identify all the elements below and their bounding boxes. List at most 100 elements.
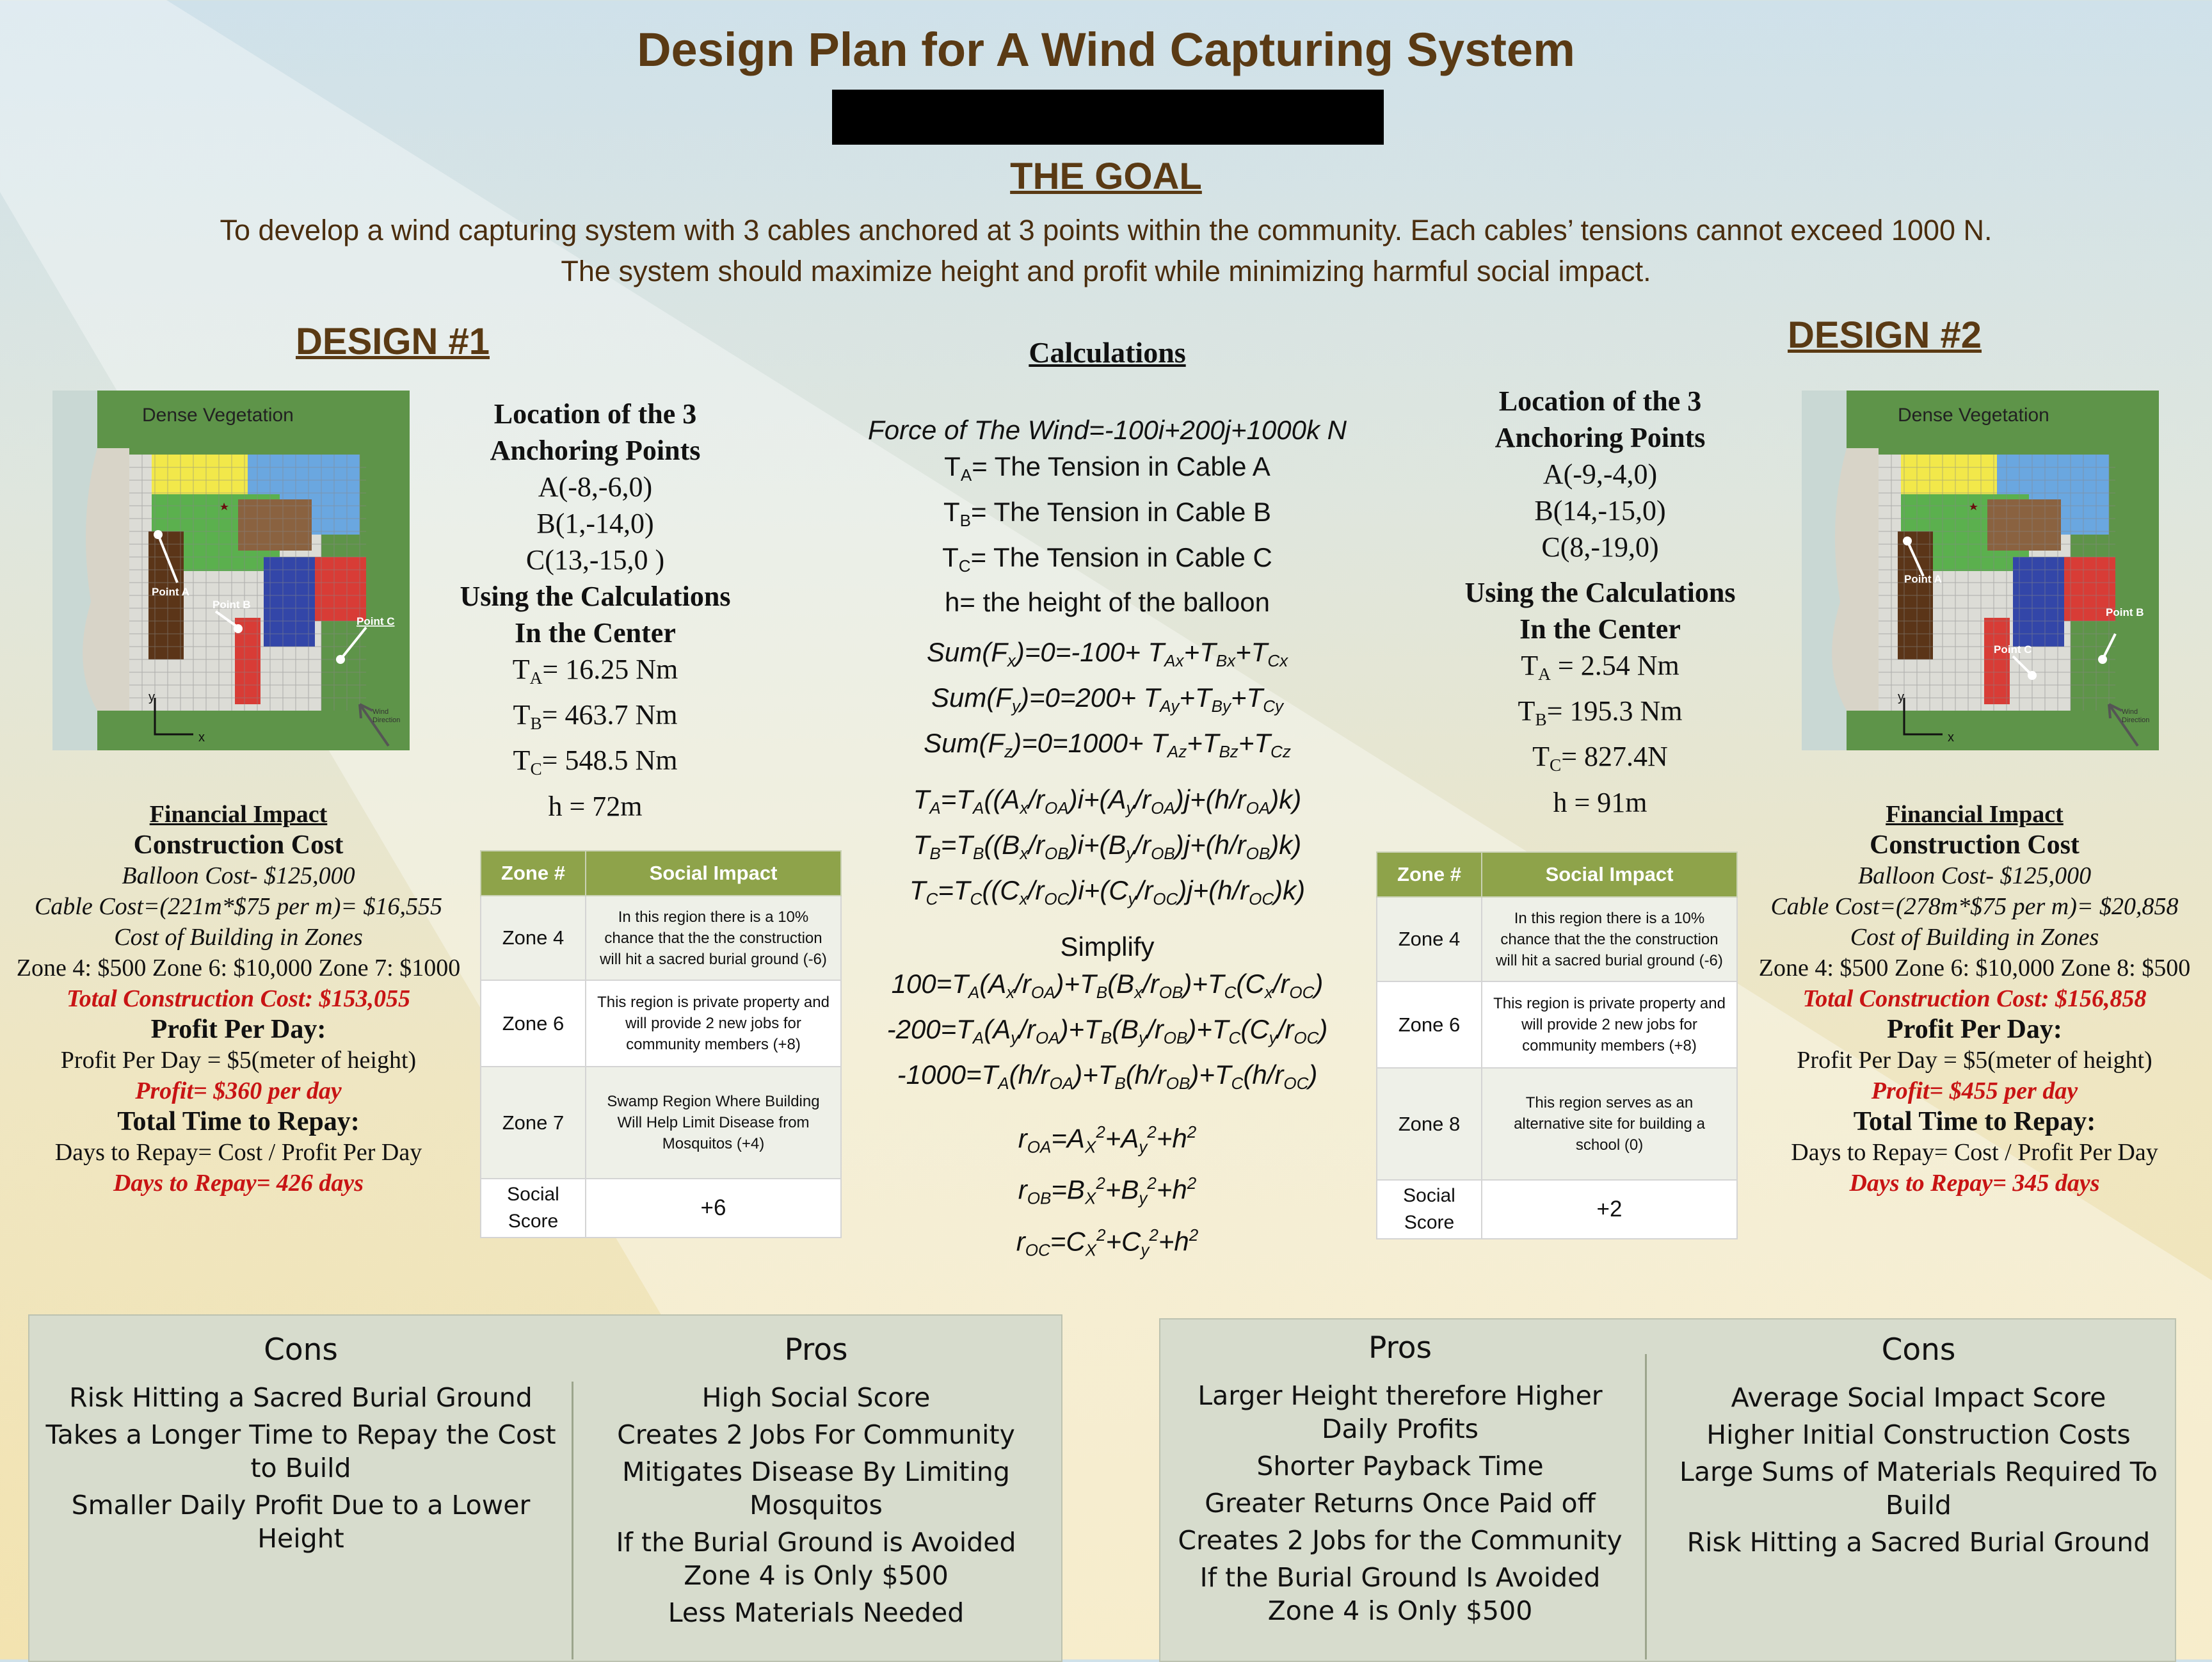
list-item: Large Sums of Materials Required To Buil… xyxy=(1679,1456,2158,1521)
list-item: Shorter Payback Time xyxy=(1256,1451,1544,1481)
list-item: Creates 2 Jobs For Community xyxy=(617,1419,1015,1450)
design1-row1-zone: Zone 4 xyxy=(480,895,586,981)
design1-tc-label: T xyxy=(513,745,531,777)
design1-anchor-title-2: Anchoring Points xyxy=(490,435,701,466)
design1-tc: TC= 548.5 Nm xyxy=(422,742,768,787)
design2-tc-label: T xyxy=(1532,741,1550,773)
design2-heading: DESIGN #2 xyxy=(1788,314,1982,356)
design2-tc-sub: C xyxy=(1550,755,1562,775)
design2-row2-desc: This region is private property and will… xyxy=(1481,981,1738,1069)
design2-row1-desc: In this region there is a 10% chance tha… xyxy=(1481,896,1738,982)
calc-tc-def: TC= The Tension in Cable C xyxy=(942,542,1272,576)
map2-star-marker xyxy=(1969,503,1978,510)
design1-repay-formula: Days to Repay= Cost / Profit Per Day xyxy=(54,1139,422,1166)
design1-ppd-formula: Profit Per Day = $5(meter of height) xyxy=(60,1047,417,1074)
list-item: Risk Hitting a Sacred Burial Ground xyxy=(1687,1527,2151,1558)
map2-point-c: Point C xyxy=(1994,643,2032,656)
calc-vector-equations: TA=TA((Ax/rOA)i+(Ay/rOA)j+(h/rOA)k) TB=T… xyxy=(787,781,1427,917)
design1-tc-val: = 548.5 Nm xyxy=(541,745,678,777)
calc-simplified-z: -1000=TA(h/rOA)+TB(h/rOB)+TC(h/rOC) xyxy=(897,1059,1318,1093)
map2-axis-y: y xyxy=(1898,690,1904,704)
design2-pros-heading: Pros xyxy=(1368,1330,1432,1366)
design1-row3-zone: Zone 7 xyxy=(480,1066,586,1179)
calc-simplified-y: -200=TA(Ay/rOA)+TB(By/rOB)+TC(Cy/rOC) xyxy=(886,1013,1328,1047)
design2-cc-title: Construction Cost xyxy=(1870,830,2080,860)
design1-tc-sub: C xyxy=(530,759,542,779)
map1-axis-lines xyxy=(154,698,193,736)
design1-cable-cost: Cable Cost=(221m*$75 per m)= $16,555 xyxy=(34,893,443,920)
table-row: Zone 7 Swamp Region Where Building Will … xyxy=(480,1066,842,1179)
design2-cons-heading: Cons xyxy=(1881,1332,1956,1368)
design2-tb: TB= 195.3 Nm xyxy=(1427,693,1773,738)
calc-tc-def-text: = The Tension in Cable C xyxy=(970,542,1272,572)
design1-site-map: Dense Vegetation Point A Point B Point C… xyxy=(52,391,410,750)
design2-height: h = 91m xyxy=(1553,786,1647,818)
list-item: Higher Initial Construction Costs xyxy=(1706,1419,2131,1450)
design1-col-impact: Social Impact xyxy=(585,850,842,896)
goal-line-1: To develop a wind capturing system with … xyxy=(220,214,1992,246)
design2-repay-formula: Days to Repay= Cost / Profit Per Day xyxy=(1791,1139,2158,1166)
design1-row2-zone: Zone 6 xyxy=(480,980,586,1067)
calc-tc-vector: TC=TC((Cx/rOC)i+(Cy/rOC)j+(h/rOC)k) xyxy=(909,875,1306,908)
map1-axis-x: x xyxy=(198,730,205,745)
design1-repay-days: Days to Repay= 426 days xyxy=(113,1170,364,1197)
calc-wind-force: Force of The Wind=-100i+200j+1000k N xyxy=(868,415,1347,445)
design1-row2-desc: This region is private property and will… xyxy=(585,980,842,1067)
design1-using-2: In the Center xyxy=(515,617,676,649)
design1-ppd-title: Profit Per Day: xyxy=(150,1015,326,1044)
map2-axis-x: x xyxy=(1948,730,1954,745)
calc-definitions: Force of The Wind=-100i+200j+1000k N TA=… xyxy=(787,412,1427,620)
design2-row1-zone: Zone 4 xyxy=(1376,896,1482,982)
design1-tb: TB= 463.7 Nm xyxy=(422,697,768,742)
design2-zones-title: Cost of Building in Zones xyxy=(1850,924,2099,951)
design1-fin-title: Financial Impact xyxy=(149,801,328,828)
design1-tb-sub: B xyxy=(530,714,542,734)
map1-point-b: Point B xyxy=(212,599,251,611)
goal-text: To develop a wind capturing system with … xyxy=(0,210,2212,292)
design2-ta-label: T xyxy=(1521,650,1539,681)
list-item: Takes a Longer Time to Repay the Cost to… xyxy=(45,1419,556,1483)
table-row: Social Score +2 xyxy=(1376,1179,1738,1239)
design2-col-impact: Social Impact xyxy=(1481,851,1738,898)
design2-profit: Profit= $455 per day xyxy=(1871,1077,2078,1104)
goal-line-2: The system should maximize height and pr… xyxy=(561,255,1651,287)
design2-tc: TC= 827.4N xyxy=(1427,738,1773,784)
design1-financial-impact: Financial Impact Construction Cost Ballo… xyxy=(0,799,477,1198)
design2-tb-sub: B xyxy=(1535,710,1547,730)
calc-sum-fz: Sum(Fz)=0=1000+ TAz+TBz+TCz xyxy=(924,727,1291,761)
design1-pros-heading: Pros xyxy=(784,1332,848,1368)
design1-cons-heading: Cons xyxy=(264,1332,338,1368)
design1-row3-desc: Swamp Region Where Building Will Help Li… xyxy=(585,1066,842,1179)
design1-ta: TA= 16.25 Nm xyxy=(422,651,768,697)
design2-zones-cost: Zone 4: $500 Zone 6: $10,000 Zone 8: $50… xyxy=(1758,955,2191,981)
design2-using-1: Using the Calculations xyxy=(1464,577,1736,608)
design2-pros-cons-divider xyxy=(1645,1354,1647,1659)
design1-score-value: +6 xyxy=(585,1178,842,1238)
map2-wind-label-2: Direction xyxy=(2122,716,2149,724)
design2-row3-desc: This region serves as an alternative sit… xyxy=(1481,1067,1738,1181)
map1-wind-label-2: Direction xyxy=(373,716,400,724)
list-item: Greater Returns Once Paid off xyxy=(1205,1488,1596,1519)
design2-ppd-title: Profit Per Day: xyxy=(1887,1015,2062,1044)
design2-using-2: In the Center xyxy=(1519,613,1681,645)
table-row: Zone 4 In this region there is a 10% cha… xyxy=(480,895,842,981)
table-row: Zone 8 This region serves as an alternat… xyxy=(1376,1067,1738,1181)
design2-score-label: Social Score xyxy=(1376,1179,1482,1239)
table-row: Zone 6 This region is private property a… xyxy=(480,980,842,1067)
design2-tb-label: T xyxy=(1518,695,1535,727)
design1-profit: Profit= $360 per day xyxy=(135,1077,342,1104)
design1-col-zone: Zone # xyxy=(480,850,586,896)
page-title: Design Plan for A Wind Capturing System xyxy=(637,23,1575,76)
design2-cons-column: Cons Average Social Impact Score Higher … xyxy=(1658,1334,2179,1563)
calc-sum-fx: Sum(Fx)=0=-100+ TAx+TBx+TCx xyxy=(926,637,1288,670)
design2-ta: TA = 2.54 Nm xyxy=(1427,647,1773,693)
calc-simplified-equations: 100=TA(Ax/rOA)+TB(Bx/rOB)+TC(Cx/rOC) -20… xyxy=(787,965,1427,1101)
list-item: High Social Score xyxy=(701,1382,931,1413)
list-item: Less Materials Needed xyxy=(668,1597,965,1628)
design2-anchor-block: Location of the 3 Anchoring Points A(-9,… xyxy=(1427,383,1773,821)
calc-sum-fy: Sum(Fy)=0=200+ TAy+TBy+TCy xyxy=(931,682,1284,716)
design2-repay-title: Total Time to Repay: xyxy=(1853,1107,2096,1136)
map2-vegetation-label: Dense Vegetation xyxy=(1898,405,2049,426)
calc-roc: rOC=CX2+Cy2+h2 xyxy=(1016,1225,1199,1260)
design1-pros-cons-divider xyxy=(572,1382,573,1659)
